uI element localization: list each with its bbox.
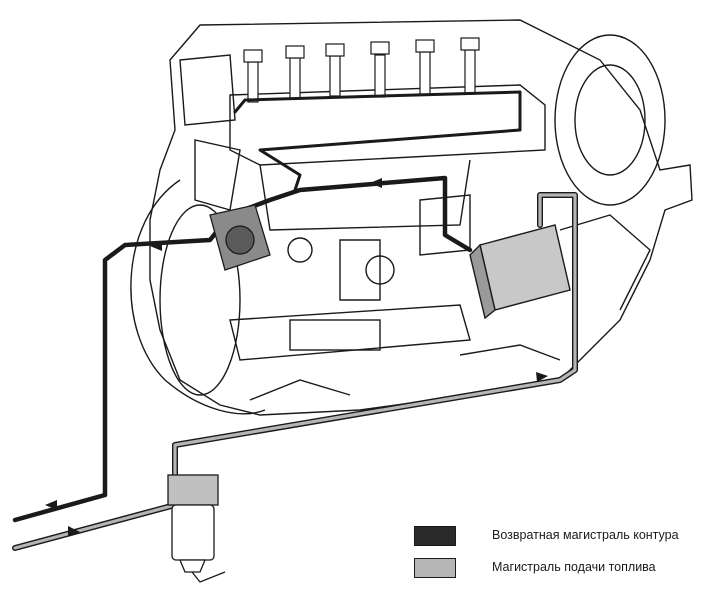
control-unit-icon xyxy=(469,224,571,320)
return-line-swatch xyxy=(414,526,456,546)
supply-line-swatch xyxy=(414,558,456,578)
flow-arrow-icon xyxy=(536,372,548,382)
injector-icon xyxy=(325,43,345,97)
legend: Возвратная магистраль контура Магистраль… xyxy=(414,524,699,584)
legend-item-supply-line: Магистраль подачи топлива xyxy=(414,556,699,582)
fuel-pump xyxy=(209,204,271,271)
flow-arrow-icon xyxy=(370,178,382,188)
injectors xyxy=(243,37,480,103)
legend-label: Магистраль подачи топлива xyxy=(492,560,656,574)
flow-arrows xyxy=(45,178,548,536)
flow-arrow-icon xyxy=(150,241,162,251)
flow-arrow-icon xyxy=(45,500,57,510)
injector-icon xyxy=(370,41,390,98)
injector-icon xyxy=(285,45,305,99)
fuel-filter-icon xyxy=(167,474,226,583)
engine-drawing xyxy=(130,19,693,416)
injector-icon xyxy=(460,37,480,95)
legend-item-return-line: Возвратная магистраль контура xyxy=(414,524,699,550)
injector-icon xyxy=(415,39,435,95)
injector-icon xyxy=(243,49,263,103)
legend-label: Возвратная магистраль контура xyxy=(492,528,679,542)
flow-arrow-icon xyxy=(68,526,80,536)
